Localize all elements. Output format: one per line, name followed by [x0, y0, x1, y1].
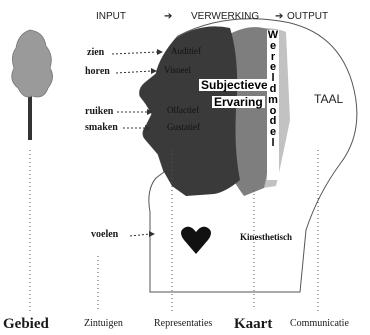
rep-auditief: Auditief — [171, 47, 201, 56]
world-model-letter: e — [267, 41, 279, 52]
header-output: OUTPUT — [287, 12, 328, 22]
processing-ervaring: Ervaring — [212, 96, 265, 108]
bottom-zintuigen: Zintuigen — [84, 319, 123, 329]
output-taal: TAAL — [314, 93, 343, 105]
sense-smaken: smaken — [85, 123, 118, 133]
tree-trunk — [28, 92, 32, 140]
header-processing: VERWERKING — [191, 12, 259, 22]
bottom-representaties: Representaties — [154, 319, 212, 329]
header-arrow-2: ➔ — [275, 12, 283, 22]
rep-olfactief: Olfactief — [167, 106, 199, 115]
sense-voelen: voelen — [91, 230, 118, 240]
sense-zien: zien — [87, 48, 104, 58]
processing-subjectieve: Subjectieve — [199, 79, 270, 91]
sense-ruiken: ruiken — [85, 107, 113, 117]
arrow-voelen — [130, 234, 150, 236]
bottom-gebied: Gebied — [3, 317, 49, 332]
tree-crown — [12, 30, 53, 97]
world-model-label: W e r e l d m o d e l — [267, 30, 279, 180]
header-arrow-1: ➔ — [164, 12, 172, 22]
arrow-horen — [116, 71, 152, 73]
bottom-kaart: Kaart — [234, 317, 272, 332]
world-model-letter: l — [267, 138, 279, 149]
sense-horen: horen — [85, 67, 110, 77]
arrow-zien — [112, 52, 158, 54]
header-input: INPUT — [96, 12, 126, 22]
world-model-letter: m — [267, 95, 279, 106]
rep-visueel: Visueel — [164, 66, 191, 75]
rep-gustatief: Gustatief — [167, 123, 200, 132]
tree-icon — [12, 30, 53, 140]
rep-kinesthetisch: Kinesthetisch — [240, 233, 292, 242]
bottom-communicatie: Communicatie — [290, 319, 349, 329]
